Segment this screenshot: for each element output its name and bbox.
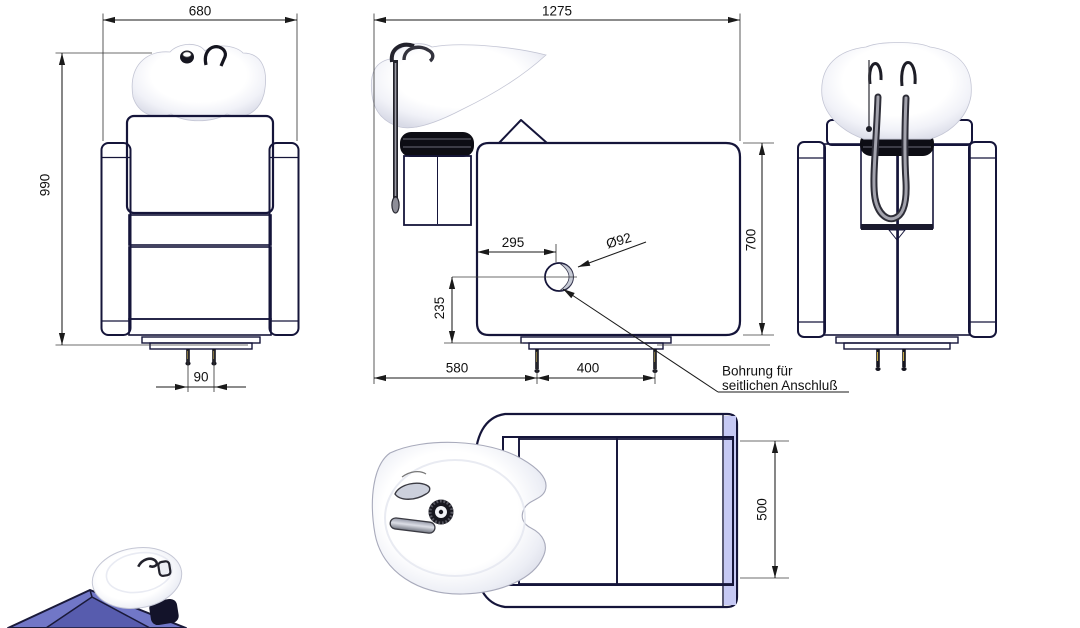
dimension-hole-diameter: Ø92 bbox=[577, 230, 647, 268]
dim-label-400: 400 bbox=[577, 361, 600, 376]
shower-hose-back bbox=[872, 95, 908, 221]
dimension-hole-offset-y: 235 bbox=[432, 276, 577, 344]
base-plate-back-inner bbox=[843, 342, 951, 350]
drain-pull-bead bbox=[866, 126, 872, 132]
shower-head-side bbox=[391, 196, 400, 214]
side-panel-cap-lines bbox=[101, 156, 299, 322]
seat-band-front bbox=[128, 214, 272, 246]
base-plate-side-outer bbox=[520, 336, 672, 344]
hole-note-line2: seitlichen Anschluß bbox=[722, 378, 838, 393]
dim-label-295: 295 bbox=[502, 235, 525, 250]
washbasin-back bbox=[821, 42, 972, 140]
basin-handle-right-icon bbox=[900, 61, 917, 87]
washbasin-front bbox=[131, 43, 266, 122]
dim-label-500: 500 bbox=[755, 498, 770, 521]
iso-chair-wedge-face bbox=[45, 596, 151, 628]
dimension-front-feet-spacing: 90 bbox=[156, 350, 246, 392]
basin-inner-rim bbox=[384, 459, 526, 577]
basin-gasket-ribs-side bbox=[403, 138, 471, 148]
basin-gasket-side bbox=[400, 132, 474, 157]
dimension-front-width: 680 bbox=[102, 4, 298, 141]
basin-column-side bbox=[403, 155, 472, 226]
dim-label-diameter-92: Ø92 bbox=[604, 230, 633, 251]
dimension-hole-offset-x: 295 bbox=[477, 235, 557, 262]
dimension-front-height: 990 bbox=[38, 52, 248, 346]
hole-note-line1: Bohrung für bbox=[722, 364, 793, 379]
drain-strainer-icon bbox=[428, 499, 454, 525]
backrest-front bbox=[125, 114, 275, 215]
dimension-seat-width: 500 bbox=[740, 440, 789, 579]
base-plate-front-outer bbox=[141, 336, 261, 344]
dim-label-90: 90 bbox=[193, 370, 208, 385]
side-panel-back-left bbox=[797, 141, 826, 338]
recess-notch bbox=[887, 229, 907, 241]
dim-label-700: 700 bbox=[744, 229, 759, 252]
handle-rod-top-icon bbox=[389, 517, 436, 534]
chair-body-side bbox=[475, 141, 742, 337]
spout-side-icon bbox=[402, 45, 435, 63]
lower-panel-front bbox=[128, 246, 272, 320]
base-plate-side-inner bbox=[528, 342, 664, 350]
base-plate-back-outer bbox=[835, 336, 959, 344]
body-edge-strip-top bbox=[724, 416, 736, 605]
dim-label-990: 990 bbox=[38, 174, 53, 197]
side-connection-hole-shade bbox=[558, 263, 574, 291]
iso-basin-collar bbox=[149, 598, 179, 626]
side-panel-left bbox=[100, 142, 132, 336]
seat-cushion-right bbox=[616, 438, 734, 585]
faucet-handle-side-icon bbox=[389, 42, 415, 63]
iso-view bbox=[7, 547, 187, 628]
iso-ridge bbox=[89, 589, 93, 598]
kick-strip-front bbox=[128, 318, 272, 336]
dimension-edge-to-foot: 580 bbox=[374, 351, 538, 384]
hose-recess-sill bbox=[861, 224, 933, 230]
iso-washbasin bbox=[91, 547, 183, 609]
basin-handle-left-icon bbox=[868, 62, 883, 85]
front-view bbox=[100, 43, 300, 366]
faucet-icon bbox=[203, 45, 227, 67]
faucet-arc-top-icon bbox=[401, 471, 427, 478]
dim-label-580: 580 bbox=[446, 361, 469, 376]
washbasin-top bbox=[371, 441, 547, 595]
top-view bbox=[371, 412, 739, 609]
base-plate-front-inner bbox=[149, 342, 253, 350]
iso-faucet-icon bbox=[137, 557, 159, 568]
foot-back-right bbox=[901, 349, 907, 371]
side-panel-back-right bbox=[968, 141, 997, 338]
iso-drain-icon bbox=[157, 560, 172, 577]
side-panel-right bbox=[268, 142, 300, 336]
faucet-lever-top-icon bbox=[394, 482, 431, 500]
hole-note-leader: Bohrung für seitlichen Anschluß bbox=[562, 288, 849, 393]
headrest-tip-side bbox=[498, 119, 548, 144]
foot-back-left bbox=[875, 349, 881, 371]
dimension-body-height: 700 bbox=[657, 142, 774, 346]
side-panel-back-cap-lines bbox=[798, 157, 996, 323]
dimension-side-length: 1275 bbox=[373, 4, 741, 384]
dim-label-1275: 1275 bbox=[542, 4, 572, 19]
dim-label-235: 235 bbox=[432, 297, 447, 320]
dimension-foot-spacing: 400 bbox=[537, 351, 656, 384]
side-view bbox=[370, 42, 742, 373]
dim-label-680: 680 bbox=[189, 4, 212, 19]
back-view bbox=[797, 42, 997, 371]
drain-knob-top-icon bbox=[182, 51, 192, 58]
